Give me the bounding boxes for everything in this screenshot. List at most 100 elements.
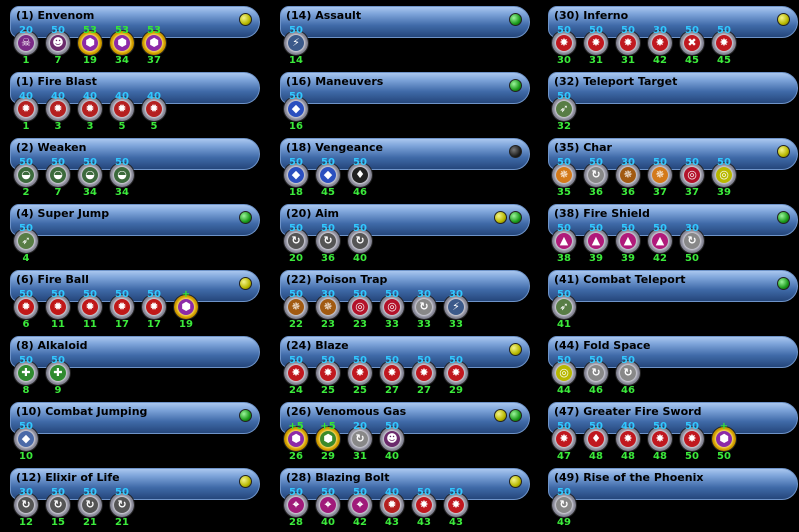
enhancement-acc-icon[interactable]: ◎ — [380, 295, 404, 319]
enhancement-hold-icon[interactable]: ✵ — [616, 163, 640, 187]
enhancement-dmg-icon[interactable]: ✸ — [552, 427, 576, 451]
enhancement-dmg-icon[interactable]: ✸ — [680, 427, 704, 451]
yellow-status-light-icon[interactable] — [239, 13, 252, 26]
enhancement-rech-icon[interactable]: ↻ — [14, 493, 38, 517]
enhancement-rech-icon[interactable]: ↻ — [584, 361, 608, 385]
enhancement-fire-icon[interactable]: ✹ — [78, 97, 102, 121]
enhancement-jump-icon[interactable]: ➶ — [14, 229, 38, 253]
yellow-status-light-icon[interactable] — [494, 409, 507, 422]
enhancement-dmg-icon[interactable]: ✸ — [348, 361, 372, 385]
enhancement-def-icon[interactable]: ◆ — [14, 427, 38, 451]
enhancement-x-icon[interactable]: ✖ — [680, 31, 704, 55]
power-bar[interactable] — [10, 402, 260, 434]
enhancement-bat-icon[interactable]: ♦ — [348, 163, 372, 187]
enhancement-wk-icon[interactable]: ◒ — [78, 163, 102, 187]
enhancement-def-icon[interactable]: ◆ — [316, 163, 340, 187]
enhancement-dmg-icon[interactable]: ✸ — [616, 427, 640, 451]
enhancement-poison-icon[interactable]: ☠ — [14, 31, 38, 55]
enhancement-sniper-icon[interactable]: ⌖ — [316, 493, 340, 517]
green-status-light-icon[interactable] — [777, 277, 790, 290]
enhancement-def-icon[interactable]: ◆ — [284, 97, 308, 121]
enhancement-fire-icon[interactable]: ✹ — [46, 97, 70, 121]
power-bar[interactable] — [280, 72, 530, 104]
enhancement-hex-icon[interactable]: ⬢ — [78, 31, 102, 55]
enhancement-dmg-icon[interactable]: ✸ — [648, 31, 672, 55]
enhancement-fire-icon[interactable]: ✹ — [46, 295, 70, 319]
power-bar[interactable] — [10, 204, 260, 236]
enhancement-hex-icon[interactable]: ⬢ — [284, 427, 308, 451]
enhancement-dmg-icon[interactable]: ✸ — [616, 31, 640, 55]
enhancement-hex-icon[interactable]: ⬢ — [316, 427, 340, 451]
enhancement-hold-icon[interactable]: ✵ — [316, 295, 340, 319]
enhancement-rech-icon[interactable]: ↻ — [110, 493, 134, 517]
enhancement-dmg-icon[interactable]: ✸ — [412, 493, 436, 517]
green-status-light-icon[interactable] — [509, 211, 522, 224]
enhancement-hex-icon[interactable]: ⬢ — [110, 31, 134, 55]
enhancement-hold-icon[interactable]: ✵ — [284, 295, 308, 319]
enhancement-dmg-icon[interactable]: ✸ — [444, 493, 468, 517]
enhancement-fire-icon[interactable]: ✹ — [142, 97, 166, 121]
enhancement-wk-icon[interactable]: ◒ — [14, 163, 38, 187]
enhancement-end-icon[interactable]: ⚡ — [444, 295, 468, 319]
green-status-light-icon[interactable] — [509, 409, 522, 422]
enhancement-rech-icon[interactable]: ↻ — [348, 229, 372, 253]
enhancement-res-icon[interactable]: ▲ — [648, 229, 672, 253]
enhancement-end-icon[interactable]: ⚡ — [284, 31, 308, 55]
enhancement-acc-icon[interactable]: ◎ — [552, 361, 576, 385]
enhancement-fire-icon[interactable]: ✹ — [110, 97, 134, 121]
enhancement-hex-icon[interactable]: ⬢ — [174, 295, 198, 319]
enhancement-jump-icon[interactable]: ➶ — [552, 97, 576, 121]
yellow-status-light-icon[interactable] — [777, 13, 790, 26]
enhancement-bat-icon[interactable]: ♦ — [584, 427, 608, 451]
power-bar[interactable] — [548, 270, 798, 302]
black-status-light-icon[interactable] — [509, 145, 522, 158]
green-status-light-icon[interactable] — [509, 13, 522, 26]
enhancement-face-icon[interactable]: ☻ — [380, 427, 404, 451]
enhancement-dmg-icon[interactable]: ✸ — [412, 361, 436, 385]
enhancement-heal-icon[interactable]: ✚ — [14, 361, 38, 385]
